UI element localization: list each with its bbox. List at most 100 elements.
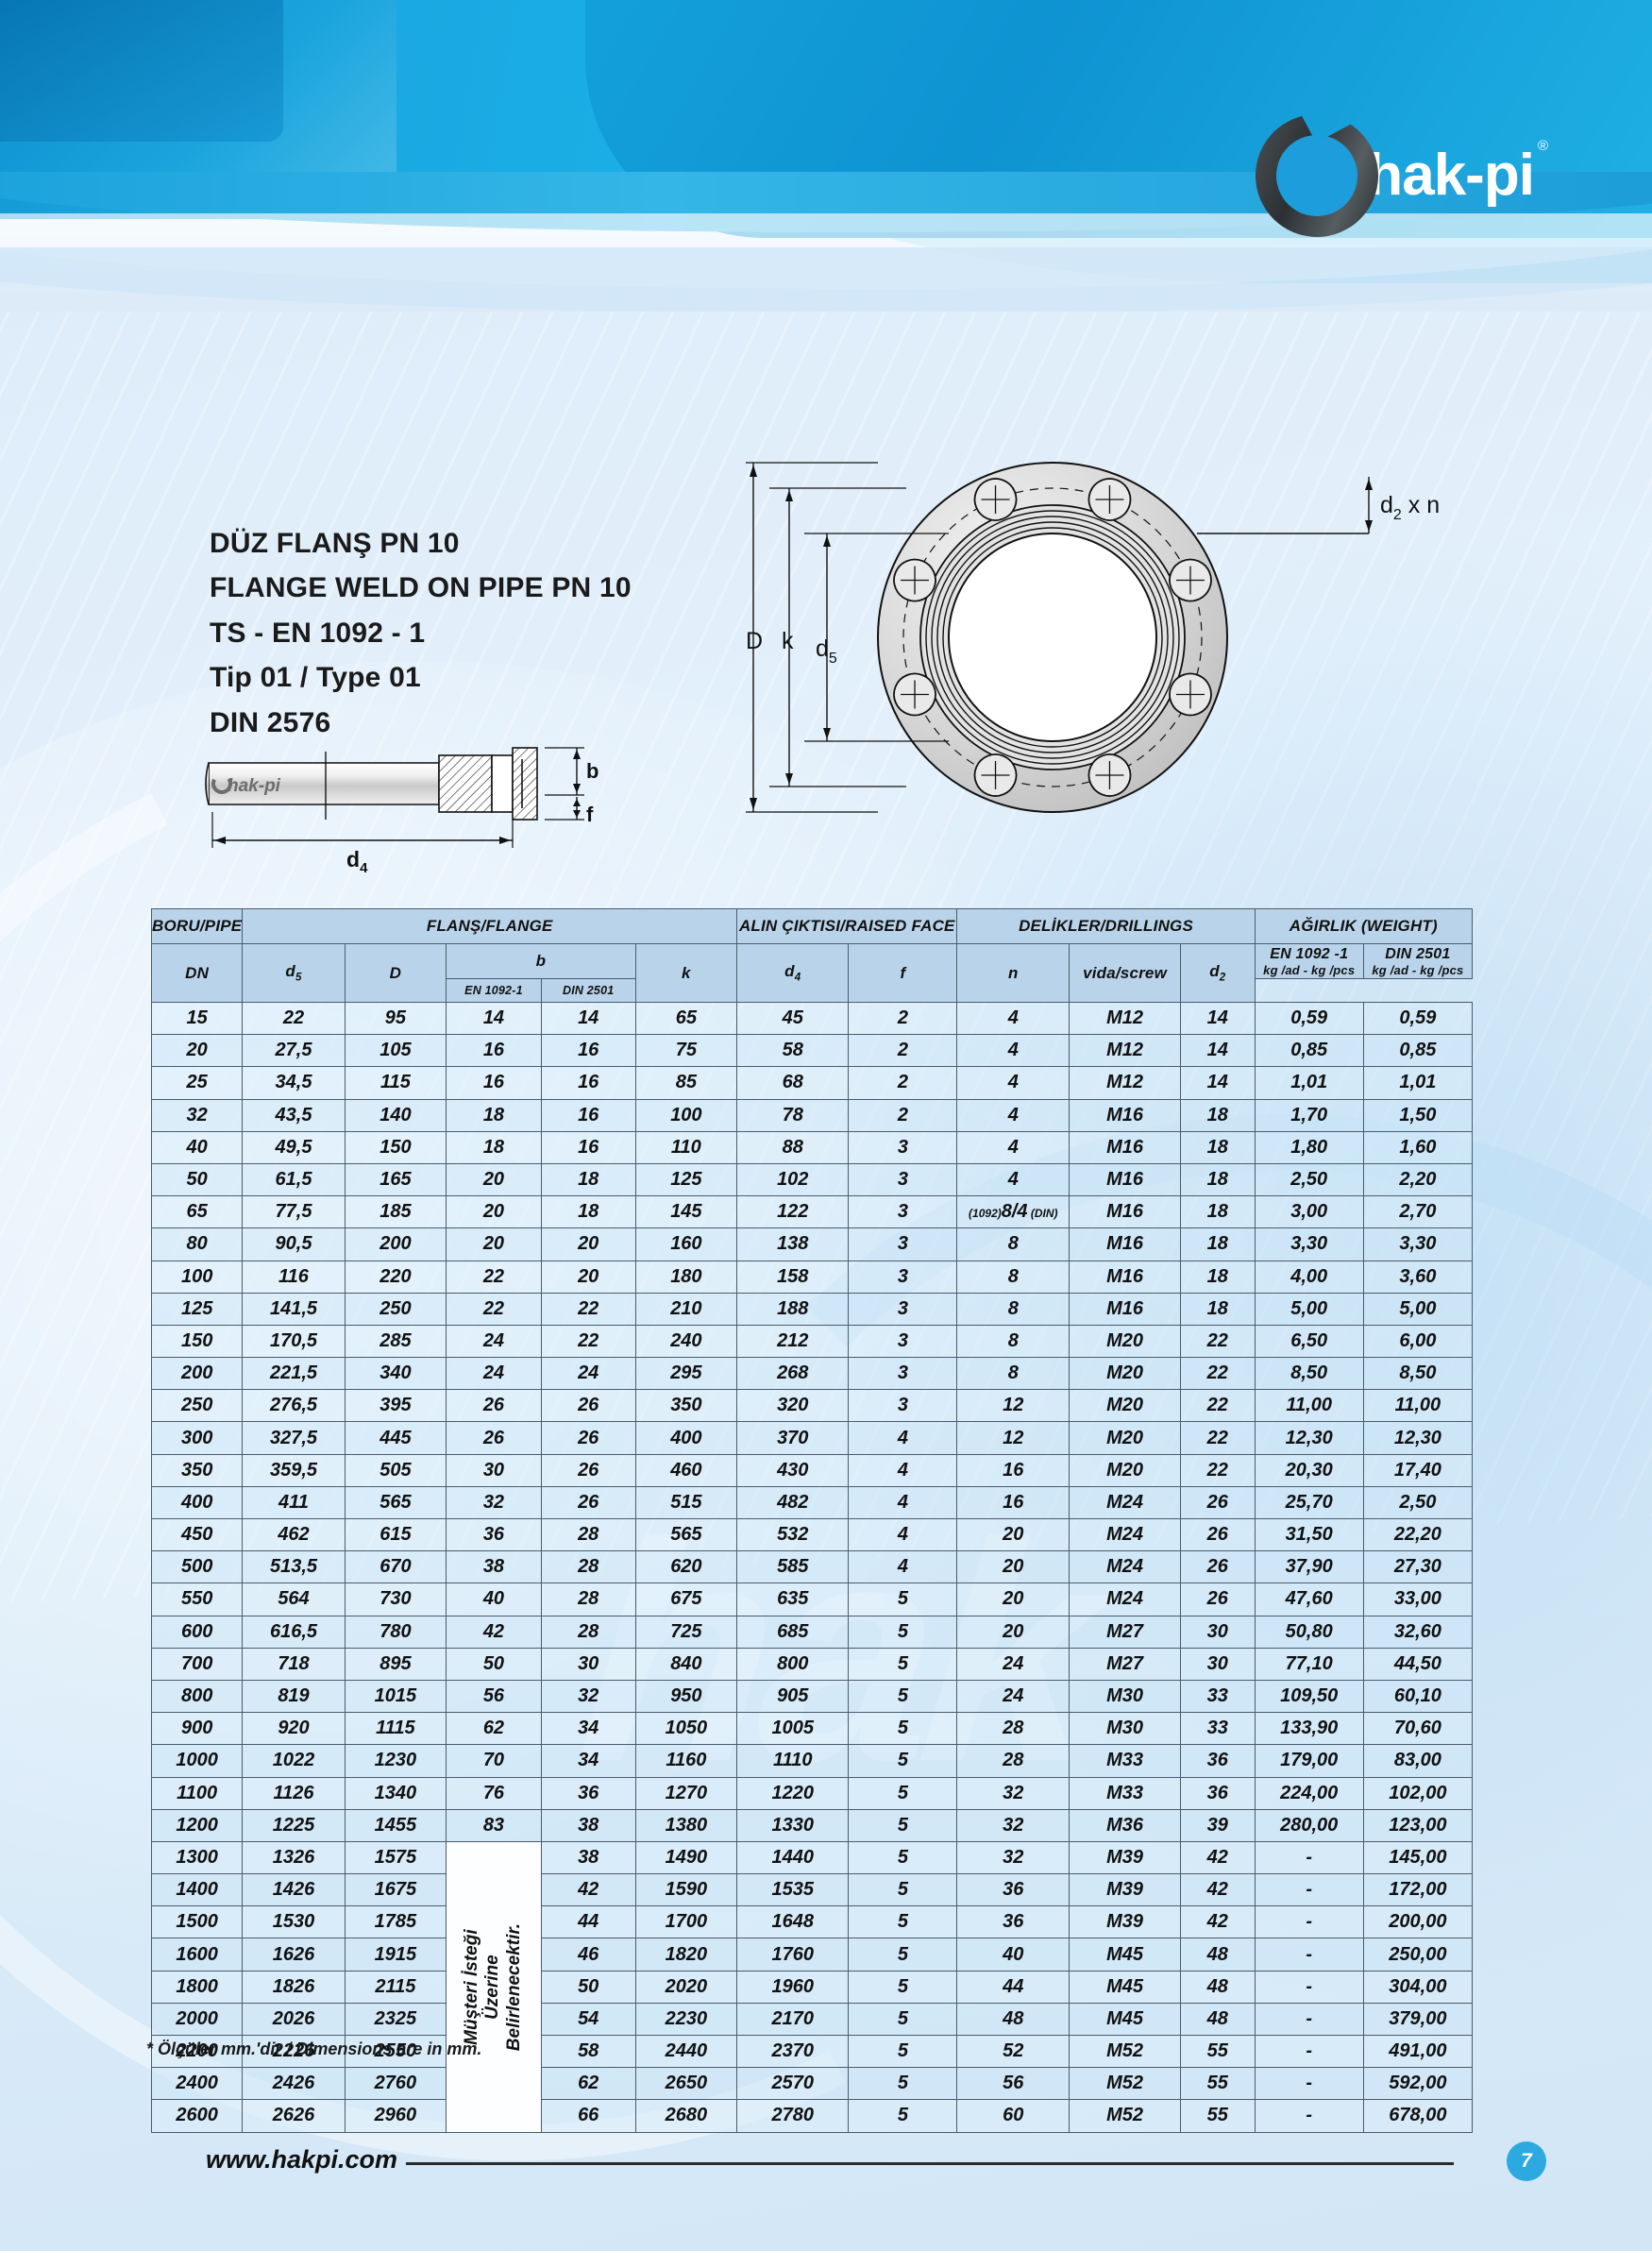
- cell-f: 5: [848, 1905, 958, 1939]
- cell-d2: 22: [1179, 1324, 1256, 1359]
- cell-vida-screw: M33: [1069, 1776, 1181, 1810]
- cell-d2: 22: [1179, 1357, 1256, 1391]
- cell-d4: 268: [736, 1357, 850, 1391]
- cell-b-en: 20: [446, 1162, 542, 1197]
- cell-dn: 400: [150, 1485, 244, 1520]
- cell-dn: 1600: [150, 1938, 244, 1972]
- cell-dn: 80: [150, 1227, 244, 1261]
- website-url[interactable]: www.hakpi.com: [206, 2145, 398, 2174]
- col-header-f: f: [848, 943, 958, 1003]
- cell-dn: 1800: [150, 1970, 244, 2004]
- cell-k: 1380: [634, 1808, 738, 1842]
- cell-f: 4: [848, 1517, 958, 1552]
- cell-b-din: 26: [540, 1485, 636, 1520]
- cell-vida-screw: M45: [1069, 2002, 1181, 2037]
- cell-weight-en: 0,59: [1254, 1001, 1364, 1036]
- trademark-symbol: ®: [1537, 138, 1548, 154]
- cell-f: 5: [848, 1679, 958, 1714]
- col-header-dn: DN: [150, 943, 244, 1003]
- cell-k: 295: [634, 1357, 738, 1391]
- cell-d5: 170,5: [242, 1324, 346, 1359]
- cell-weight-en: 1,70: [1254, 1098, 1364, 1132]
- cell-weight-en: 2,50: [1254, 1162, 1364, 1197]
- cell-weight-din: 1,01: [1362, 1066, 1474, 1100]
- cell-d2: 14: [1179, 1066, 1256, 1100]
- cell-b-din: 28: [540, 1517, 636, 1552]
- cell-b-din: 46: [540, 1938, 636, 1972]
- cell-weight-en: -: [1254, 1840, 1364, 1875]
- cell-f: 3: [848, 1260, 958, 1294]
- cell-k: 160: [634, 1227, 738, 1261]
- flange-specification-table: BORU/PIPE FLANŞ/FLANGE ALIN ÇIKTISI/RAIS…: [150, 908, 1474, 2133]
- cell-n: 52: [956, 2034, 1070, 2069]
- table-sub-header-row: DN d5 D b k d4 f n vida/screw d2: [150, 943, 1474, 1003]
- header-banner: [0, 0, 1652, 312]
- col-header-b-din2501: DIN 2501: [540, 978, 636, 1003]
- cell-d5: 34,5: [242, 1066, 346, 1100]
- cell-D: 185: [344, 1195, 447, 1229]
- cell-d4: 1220: [736, 1776, 850, 1810]
- cell-dn: 700: [150, 1647, 244, 1681]
- cell-dn: 800: [150, 1679, 244, 1714]
- cell-vida-screw: M12: [1069, 1001, 1181, 1036]
- cell-weight-din: 22,20: [1362, 1517, 1474, 1552]
- cell-b-en: 76: [446, 1776, 542, 1810]
- cell-b-din: 32: [540, 1679, 636, 1714]
- cell-d5: 1826: [242, 1970, 346, 2004]
- cell-f: 2: [848, 1098, 958, 1132]
- cell-weight-en: 0,85: [1254, 1034, 1364, 1068]
- col-header-weight-din: DIN 2501 kg /ad - kg /pcs: [1362, 943, 1474, 979]
- cell-k: 2230: [634, 2002, 738, 2037]
- cell-d4: 685: [736, 1615, 850, 1649]
- cell-vida-screw: M20: [1069, 1357, 1181, 1391]
- cell-d2: 18: [1179, 1195, 1256, 1229]
- cell-n: 36: [956, 1905, 1070, 1939]
- cell-f: 5: [848, 1776, 958, 1810]
- cell-D: 1015: [344, 1679, 447, 1714]
- cell-d5: 411: [242, 1485, 346, 1520]
- cell-D: 115: [344, 1066, 447, 1100]
- cell-d4: 1330: [736, 1808, 850, 1842]
- cell-d5: 43,5: [242, 1098, 346, 1132]
- cell-f: 5: [848, 1938, 958, 1972]
- cell-vida-screw: M27: [1069, 1647, 1181, 1681]
- cell-n: 16: [956, 1485, 1070, 1520]
- cell-D: 105: [344, 1034, 447, 1068]
- cell-weight-en: 5,00: [1254, 1292, 1364, 1326]
- cell-d4: 212: [736, 1324, 850, 1359]
- cell-n: 16: [956, 1453, 1070, 1487]
- title-line-2: FLANGE WELD ON PIPE PN 10: [210, 572, 632, 604]
- footer-divider-line: [406, 2162, 1454, 2165]
- cell-d5: 22: [242, 1001, 346, 1036]
- cell-d4: 78: [736, 1098, 850, 1132]
- cell-weight-din: 2,50: [1362, 1485, 1474, 1520]
- cell-f: 5: [848, 1840, 958, 1875]
- cell-dn: 1100: [150, 1776, 244, 1810]
- cell-d4: 585: [736, 1550, 850, 1584]
- cell-b-en: 38: [446, 1550, 542, 1584]
- cell-f: 2: [848, 1066, 958, 1100]
- cell-k: 180: [634, 1260, 738, 1294]
- cell-f: 3: [848, 1357, 958, 1391]
- cell-n: 36: [956, 1873, 1070, 1907]
- cell-k: 2440: [634, 2034, 738, 2069]
- svg-text:k: k: [782, 628, 794, 654]
- cell-vida-screw: M20: [1069, 1421, 1181, 1455]
- cell-b-din: 30: [540, 1647, 636, 1681]
- cell-b-din: 14: [540, 1001, 636, 1036]
- cell-d5: 2226: [242, 2034, 346, 2069]
- cell-d4: 1648: [736, 1905, 850, 1939]
- title-line-1: DÜZ FLANŞ PN 10: [210, 528, 460, 559]
- cell-b-din: 24: [540, 1357, 636, 1391]
- cell-d4: 58: [736, 1034, 850, 1068]
- cell-vida-screw: M16: [1069, 1195, 1181, 1229]
- cell-d5: 718: [242, 1647, 346, 1681]
- cell-k: 145: [634, 1195, 738, 1229]
- cell-d4: 158: [736, 1260, 850, 1294]
- cell-f: 2: [848, 1034, 958, 1068]
- cell-d5: 49,5: [242, 1130, 346, 1164]
